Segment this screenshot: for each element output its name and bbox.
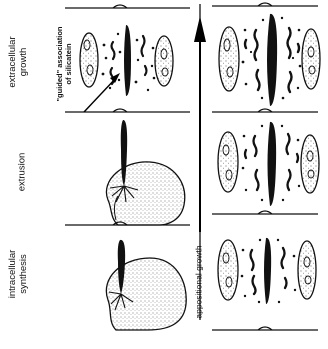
panel-extrusion-right: [218, 122, 319, 206]
panel-extrusion-left: [106, 120, 184, 225]
panel-extracellular-left: [80, 25, 173, 96]
appositional-growth-arrow: [194, 16, 206, 232]
row-label-extrusion-line1: extrusion: [17, 153, 28, 192]
row-label-extracellular-line2: growth: [18, 36, 29, 87]
panel-intracellular-left: [106, 240, 186, 330]
silicatein-annotation-line2: of silicatein: [64, 26, 73, 101]
silicatein-annotation: "guided" association of silicatein: [55, 26, 73, 101]
row-label-intracellular-line1: intracellular: [7, 250, 18, 299]
panel-intracellular-right: [218, 238, 316, 304]
appositional-growth-label: appositional growth: [194, 245, 205, 318]
row-label-extracellular-growth: extracellular growth: [7, 36, 29, 87]
row-label-extrusion: extrusion: [17, 153, 28, 192]
silicatein-annotation-line1: "guided" association: [55, 26, 64, 101]
row-label-intracellular-synthesis: intracellular synthesis: [7, 250, 29, 299]
panel-extracellular-right: [219, 14, 320, 106]
row-label-intracellular-line2: synthesis: [18, 250, 29, 299]
row-label-extracellular-line1: extracellular: [7, 36, 18, 87]
